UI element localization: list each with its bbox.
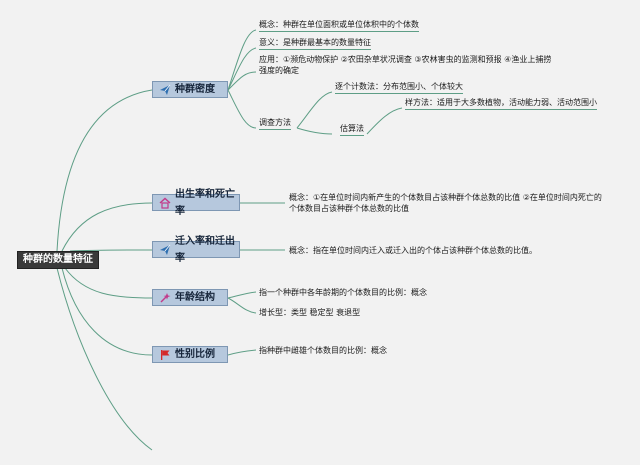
connector-sex-concept	[227, 349, 257, 356]
connector-root-density	[56, 89, 153, 252]
leaf-text: 逐个计数法：分布范围小、个体较大	[335, 82, 463, 91]
leaf-text: 指种群中雌雄个体数目的比例：概念	[259, 346, 387, 355]
leaf-text: 调查方法	[259, 118, 291, 127]
density-application: 应用：①濒危动物保护 ②农田杂草状况调查 ③农林害虫的监测和预报 ④渔业上捕捞强…	[259, 54, 559, 76]
paper-plane-icon	[159, 244, 171, 256]
leaf-text: 概念：①在单位时间内新产生的个体数目占该种群个体总数的比值 ②在单位时间内死亡的…	[289, 193, 602, 213]
connector-survey-count	[296, 91, 333, 129]
branch-label: 性别比例	[175, 349, 215, 360]
flag-icon	[159, 349, 171, 361]
connector-root-sex	[61, 267, 153, 356]
migration-concept: 概念：指在单位时间内迁入或迁入出的个体占该种群个体总数的比值。	[289, 245, 537, 256]
paper-plane-icon	[159, 84, 171, 96]
age-types: 增长型：类型 稳定型 衰退型	[259, 307, 360, 318]
root-label: 种群的数量特征	[23, 254, 93, 265]
connector-density-concept	[227, 29, 257, 91]
density-concept: 概念：种群在单位面积或单位体积中的个体数	[259, 19, 419, 32]
survey-count-method: 逐个计数法：分布范围小、个体较大	[335, 81, 463, 94]
home-icon	[159, 197, 171, 209]
birth-death-concept: 概念：①在单位时间内新产生的个体数目占该种群个体总数的比值 ②在单位时间内死亡的…	[289, 192, 609, 214]
estimate-quadrat-method: 样方法：适用于大多数植物，活动能力弱、活动范围小	[405, 97, 597, 110]
density-survey-method: 调查方法	[259, 117, 291, 130]
leaf-text: 应用：①濒危动物保护 ②农田杂草状况调查 ③农林害虫的监测和预报 ④渔业上捕捞强…	[259, 55, 552, 75]
leaf-text: 样方法：适用于大多数植物，活动能力弱、活动范围小	[405, 98, 597, 107]
density-meaning: 意义：是种群最基本的数量特征	[259, 37, 371, 50]
branch-migration-rate[interactable]: 迁入率和迁出率	[152, 236, 240, 264]
branch-birth-death-rate[interactable]: 出生率和死亡率	[152, 189, 240, 217]
connector-age-types	[227, 297, 257, 314]
branch-label: 年龄结构	[175, 292, 215, 303]
leaf-text: 意义：是种群最基本的数量特征	[259, 38, 371, 47]
branch-label: 种群密度	[175, 84, 215, 95]
connector-estimate-quadrat	[366, 107, 403, 135]
leaf-text: 概念：指在单位时间内迁入或迁入出的个体占该种群个体总数的比值。	[289, 246, 537, 255]
connector-root-migration	[69, 249, 153, 252]
leaf-text: 概念：种群在单位面积或单位体积中的个体数	[259, 20, 419, 29]
connector-density-survey	[227, 89, 257, 129]
survey-estimate-method: 估算法	[340, 123, 364, 136]
connector-density-meaning	[227, 47, 257, 91]
connector-root-birth	[61, 202, 153, 252]
leaf-text: 指一个种群中各年龄期的个体数目的比例：概念	[259, 288, 427, 297]
branch-label: 出生率和死亡率	[175, 188, 235, 217]
branch-label: 迁入率和迁出率	[175, 235, 235, 264]
branch-sex-ratio[interactable]: 性别比例	[152, 346, 228, 363]
sex-ratio-concept: 指种群中雌雄个体数目的比例：概念	[259, 345, 387, 356]
root-node[interactable]: 种群的数量特征	[17, 251, 99, 269]
connector-density-application	[227, 71, 257, 91]
connector-survey-estimate	[296, 127, 333, 135]
connector-age-concept	[227, 291, 257, 299]
branch-age-structure[interactable]: 年龄结构	[152, 289, 228, 306]
sparkle-icon	[159, 292, 171, 304]
branch-population-density[interactable]: 种群密度	[152, 81, 228, 98]
connector-root-age	[64, 267, 153, 299]
leaf-text: 增长型：类型 稳定型 衰退型	[259, 308, 361, 317]
leaf-text: 估算法	[340, 124, 364, 133]
age-concept: 指一个种群中各年龄期的个体数目的比例：概念	[259, 287, 427, 298]
connector-root-tail	[56, 267, 153, 451]
